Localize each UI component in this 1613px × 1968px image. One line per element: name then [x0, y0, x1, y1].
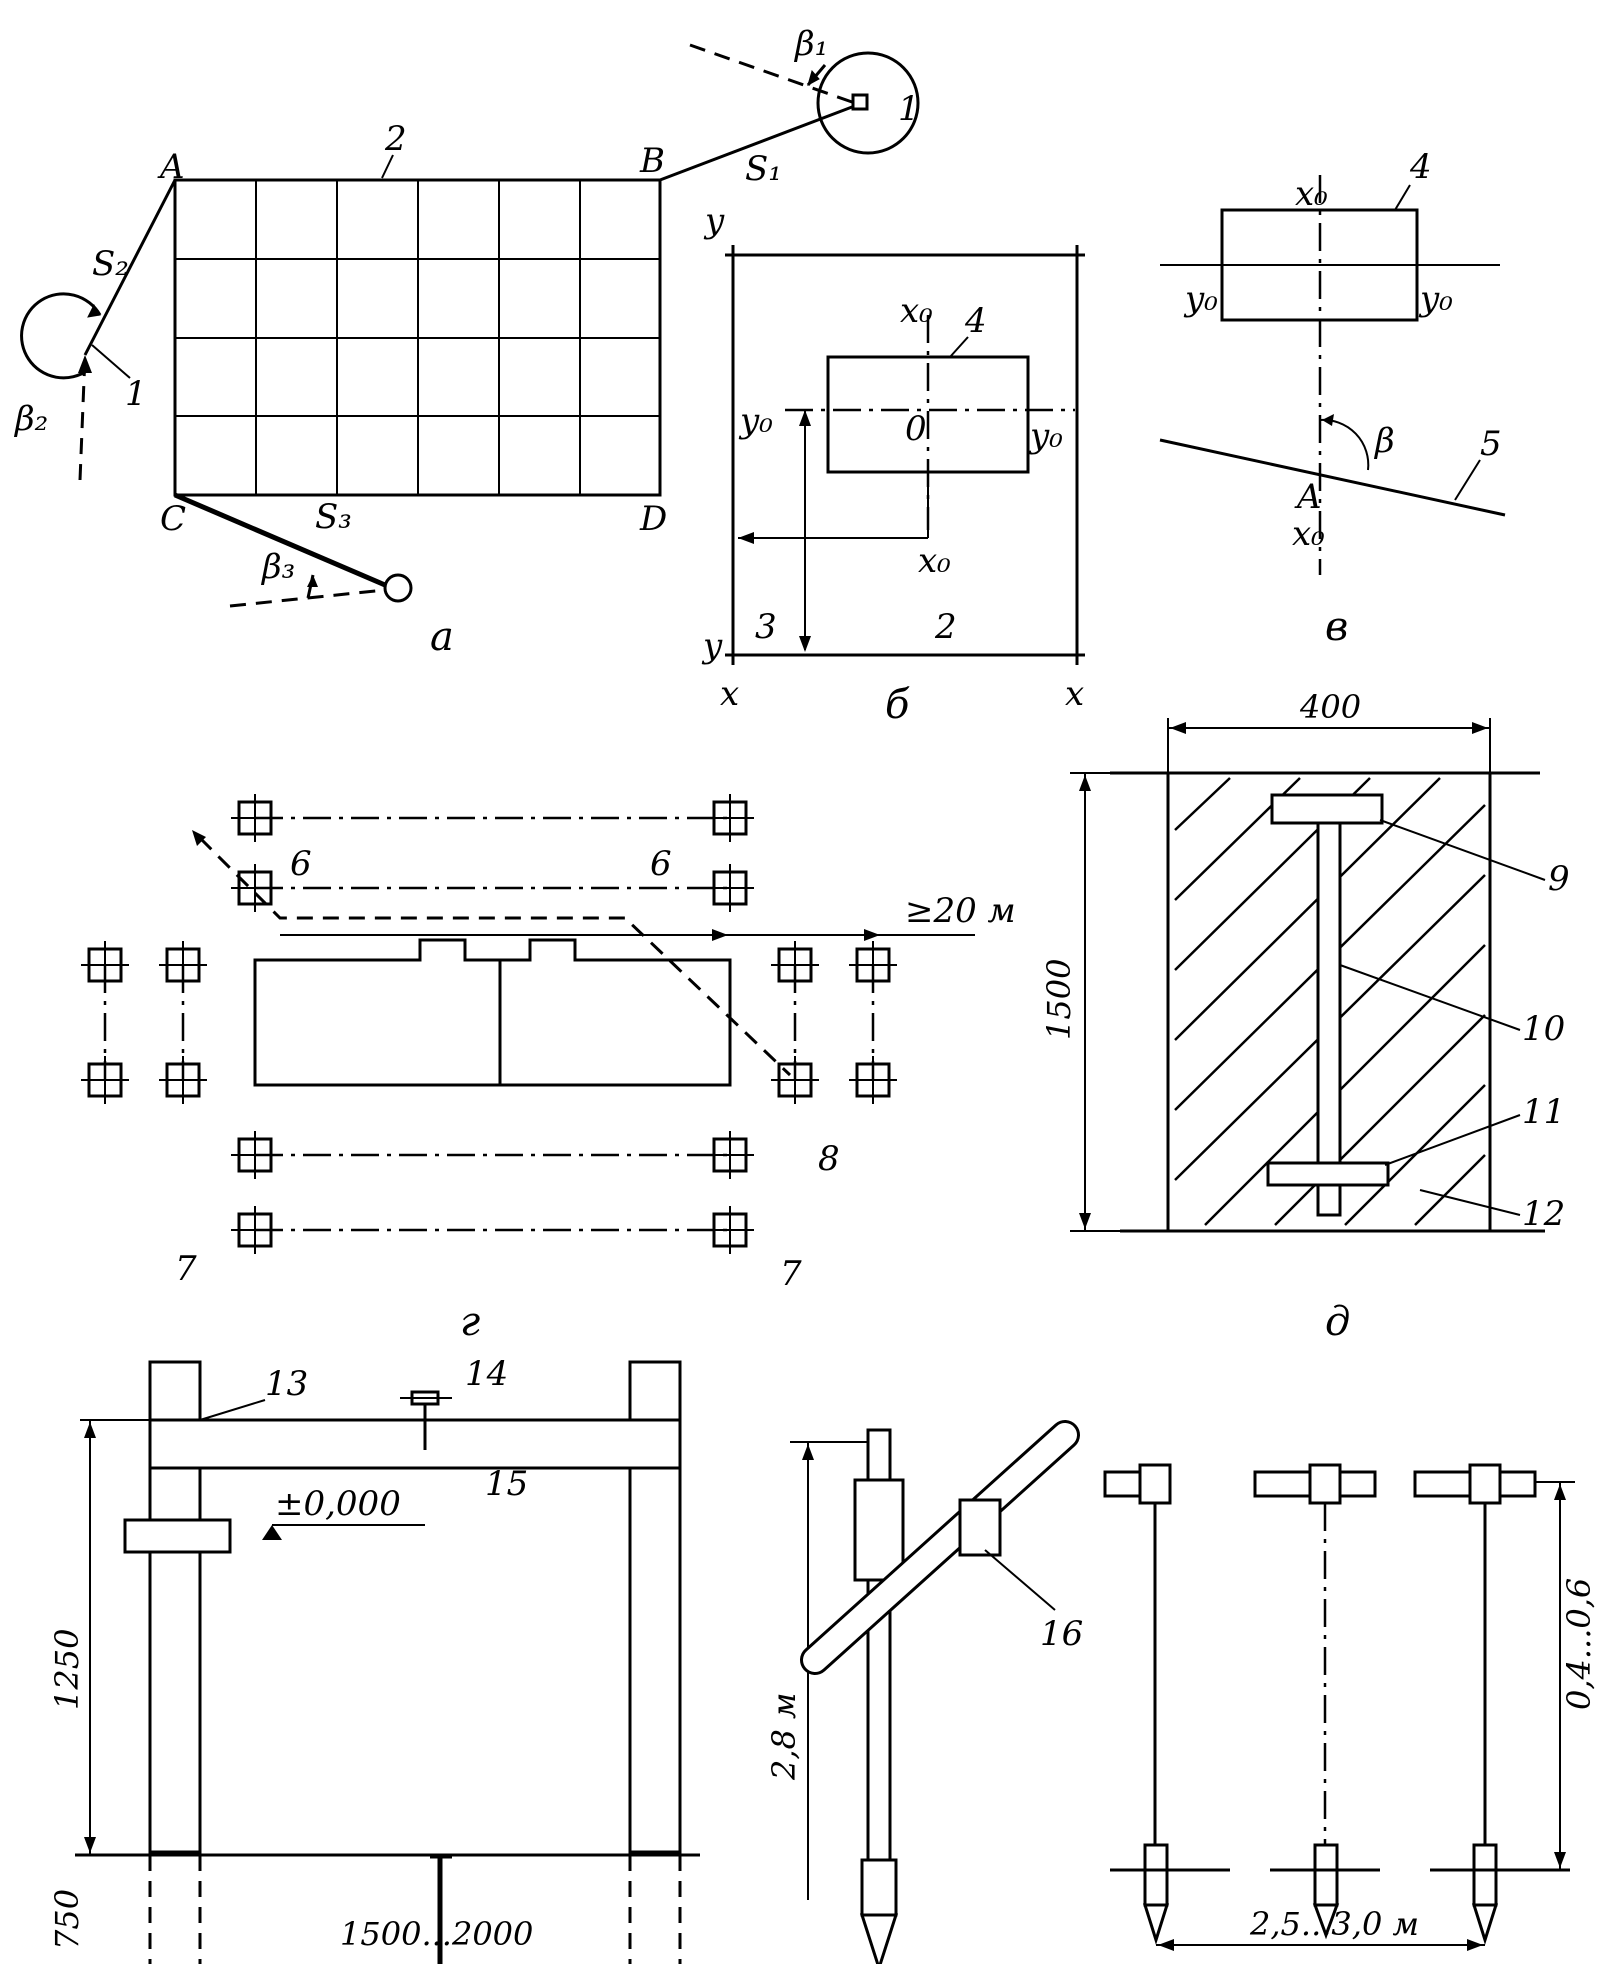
- station-label-2: 1: [125, 374, 147, 414]
- label-9: 9: [1548, 859, 1570, 899]
- v-point-label: A: [1294, 477, 1322, 517]
- depth-below-label: 750: [48, 1889, 86, 1950]
- origin-label: 0: [905, 409, 927, 449]
- distance-s2-label: S₂: [92, 244, 129, 284]
- level-label: ±0,000: [275, 1484, 401, 1524]
- caption-g: г: [460, 1299, 480, 1345]
- width-label: 400: [1299, 688, 1361, 726]
- axis-x-left: x: [720, 674, 739, 714]
- v-building-label: 4: [1409, 147, 1432, 187]
- label-6-left: 6: [290, 844, 312, 884]
- label-8: 8: [818, 1139, 840, 1179]
- label-7-left: 7: [175, 1249, 197, 1289]
- v-local-x-bottom: x₀: [1292, 514, 1325, 554]
- panel-d-benchmark-section: 400 1500 9 10 11 12 д: [1040, 688, 1570, 1345]
- panel-a-site-grid: A B C D 2 1 1 S₁ S₂ S₃ β₁ β₂ β₃ а: [13, 24, 920, 660]
- angle-b1-label: β₁: [793, 24, 828, 64]
- label-16: 16: [1040, 1614, 1083, 1654]
- tripod-height-label: 2,8 м: [765, 1692, 803, 1781]
- label-12: 12: [1522, 1194, 1565, 1234]
- panel-e-batter-board: 1250 750 13 14 15 ±0,000 1500...2000: [48, 1354, 700, 1968]
- distance-s1-label: S₁: [745, 149, 782, 189]
- label-13: 13: [265, 1364, 308, 1404]
- axis-x-right: x: [1065, 674, 1084, 714]
- panel-tripod: 16 2,8 м: [765, 1420, 1083, 1968]
- caption-b: б: [885, 682, 910, 728]
- grid-label: 2: [384, 119, 407, 159]
- caption-a: а: [430, 614, 454, 660]
- height-above-label: 1250: [48, 1629, 86, 1710]
- label-10: 10: [1522, 1009, 1565, 1049]
- label-7-right: 7: [780, 1254, 802, 1294]
- local-x-bottom: x₀: [918, 541, 951, 581]
- local-y-right: y₀: [1028, 416, 1063, 456]
- axis-y-bottom: y: [701, 626, 723, 666]
- v-local-y-left: y₀: [1183, 279, 1218, 319]
- dim-label: 3: [755, 607, 777, 647]
- label-11: 11: [1522, 1092, 1565, 1132]
- soil-hatch: [1174, 777, 1486, 1226]
- building-label: 4: [964, 301, 987, 341]
- corner-c-label: C: [160, 499, 186, 539]
- distance-label: ≥20 м: [905, 891, 1016, 931]
- label-14: 14: [465, 1354, 508, 1394]
- angle-b3-label: β₃: [260, 547, 295, 587]
- local-y-left: y₀: [738, 401, 773, 441]
- panel-v-angle: x₀ x₀ y₀ y₀ 4 5 A β в: [1159, 147, 1506, 650]
- label-6-right: 6: [650, 844, 672, 884]
- angle-b2-label: β₂: [13, 399, 48, 439]
- label-15: 15: [485, 1464, 528, 1504]
- span-label: 1500...2000: [340, 1915, 533, 1953]
- panel-g-casting-layout: 6 6 7 7 8 ≥20 м г: [79, 792, 1016, 1345]
- height-label: 1500: [1040, 959, 1078, 1040]
- local-x-top: x₀: [900, 291, 933, 331]
- panel-ie-pins: 0,4...0,6 2,5...3,0 м: [1103, 1463, 1598, 1951]
- ie-span-label: 2,5...3,0 м: [1249, 1905, 1419, 1943]
- distance-s3-label: S₃: [315, 497, 352, 537]
- panel-b-coordinates: y y x x x₀ x₀ y₀ y₀ 0 4 2 3 б: [701, 201, 1085, 728]
- ie-height-label: 0,4...0,6: [1560, 1578, 1598, 1710]
- corner-d-label: D: [639, 499, 667, 539]
- frame-label: 2: [934, 607, 957, 647]
- v-angle-label: β: [1373, 421, 1395, 461]
- v-local-y-right: y₀: [1418, 279, 1453, 319]
- v-line-label: 5: [1480, 424, 1502, 464]
- corner-b-label: B: [639, 141, 665, 181]
- caption-v: в: [1325, 604, 1348, 650]
- caption-d: д: [1325, 1299, 1350, 1345]
- corner-a-label: A: [157, 147, 185, 187]
- v-local-x-top: x₀: [1295, 174, 1328, 214]
- station-label-1: 1: [898, 89, 920, 129]
- axis-y-top: y: [703, 201, 725, 241]
